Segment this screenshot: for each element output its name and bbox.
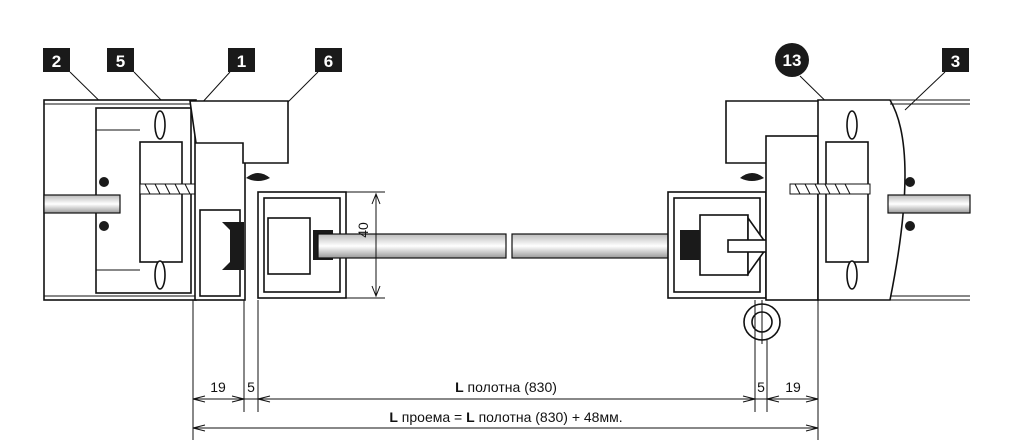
left-sash-profile (189, 100, 289, 301)
svg-text:5: 5 (116, 52, 125, 71)
dim-leaf-width: L полотна (830) (455, 379, 557, 395)
svg-text:6: 6 (324, 52, 333, 71)
dim-left-gap: 5 (247, 379, 255, 395)
dimension-lines (192, 300, 819, 440)
svg-text:3: 3 (951, 52, 960, 71)
callout-13: 13 (775, 43, 851, 126)
callout-5: 5 (107, 48, 163, 102)
lock-cylinder-icon (743, 300, 781, 344)
dim-right-frame: 19 (785, 379, 801, 395)
right-frame-profile-13 (725, 100, 825, 301)
dim-opening-width: L проема = L полотна (830) + 48мм. (389, 409, 622, 425)
callout-1: 1 (179, 48, 255, 128)
callout-6: 6 (284, 48, 342, 106)
right-side-glass (887, 194, 971, 214)
svg-text:1: 1 (237, 52, 246, 71)
svg-text:40: 40 (355, 222, 371, 238)
door-glass-left (317, 233, 507, 259)
left-side-glass (43, 194, 121, 214)
svg-text:13: 13 (783, 51, 802, 70)
right-door-leaf (667, 191, 769, 299)
dim-left-frame: 19 (210, 379, 226, 395)
dim-right-gap: 5 (757, 379, 765, 395)
callout-3: 3 (904, 48, 969, 111)
svg-text:2: 2 (52, 52, 61, 71)
frame-profile-6 (189, 100, 289, 164)
left-frame-profile (43, 99, 197, 301)
right-frame-profile-3 (789, 99, 971, 301)
height-dimension: 40 (346, 191, 385, 299)
door-glass-right (511, 233, 693, 259)
right-screw (789, 183, 871, 195)
